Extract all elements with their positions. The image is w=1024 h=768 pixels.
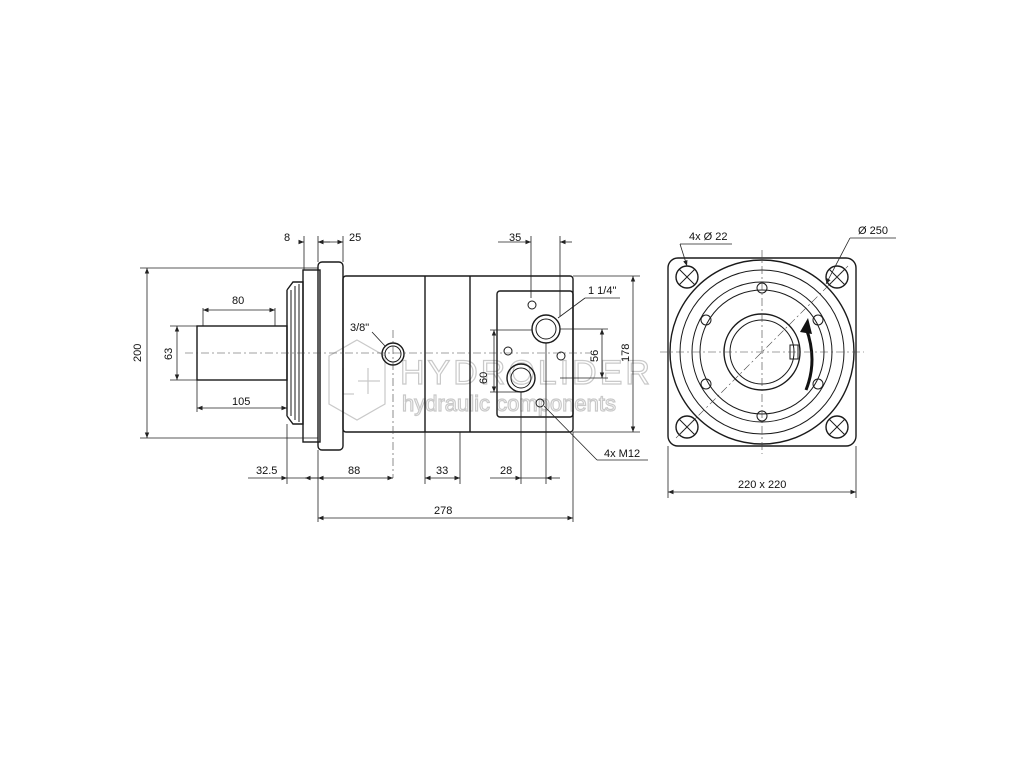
mounting-flange bbox=[302, 269, 321, 443]
dim-top-25: 25 bbox=[349, 232, 361, 244]
mounting-hole bbox=[825, 265, 849, 289]
rotation-arrowhead-icon bbox=[800, 318, 812, 334]
dim-bottom-33: 33 bbox=[436, 465, 448, 477]
watermark-logo-mark bbox=[342, 368, 380, 395]
rotation-arrow-icon bbox=[804, 327, 814, 391]
thread-hole bbox=[503, 346, 513, 356]
dim-ports-56: 56 bbox=[589, 350, 601, 362]
dim-ports-60: 60 bbox=[478, 372, 490, 384]
dim-bottom-28: 28 bbox=[500, 465, 512, 477]
label-port-1-1-4: 1 1/4" bbox=[588, 285, 616, 297]
dim-bottom-88: 88 bbox=[348, 465, 360, 477]
thread-hole bbox=[527, 300, 537, 310]
bolt-hole bbox=[812, 378, 824, 390]
dim-bottom-32-5: 32.5 bbox=[256, 465, 277, 477]
thread-hole bbox=[535, 398, 545, 408]
dim-height-200: 200 bbox=[132, 344, 144, 362]
dim-height-178: 178 bbox=[620, 344, 632, 362]
mounting-hole bbox=[825, 415, 849, 439]
watermark: HYDROLIDER hydraulic components bbox=[328, 339, 653, 421]
watermark-tagline: hydraulic components bbox=[402, 391, 616, 416]
port-block bbox=[496, 290, 574, 418]
label-flange-diameter: Ø 250 bbox=[858, 225, 888, 237]
front-view: 4x Ø 22 Ø 250 220 x 220 bbox=[660, 225, 896, 498]
dim-shaft-dia-63: 63 bbox=[163, 348, 175, 360]
watermark-brand: HYDROLIDER bbox=[400, 354, 653, 392]
dim-top-35: 35 bbox=[509, 232, 521, 244]
flange-collar bbox=[317, 261, 344, 451]
thread-hole bbox=[556, 351, 566, 361]
dim-shaft-105: 105 bbox=[232, 396, 250, 408]
watermark-logo-icon bbox=[328, 339, 386, 421]
dim-shaft-80: 80 bbox=[232, 295, 244, 307]
label-mounting-holes: 4x Ø 22 bbox=[689, 231, 728, 243]
side-view: 8 25 35 80 105 200 63 3/8" 1 1/4" bbox=[132, 232, 648, 522]
label-thread-m12: 4x M12 bbox=[604, 448, 640, 460]
dim-total-278: 278 bbox=[434, 505, 452, 517]
mounting-hole bbox=[675, 415, 699, 439]
bolt-hole bbox=[812, 314, 824, 326]
output-shaft bbox=[196, 325, 288, 381]
bolt-hole bbox=[700, 314, 712, 326]
dim-size-220x220: 220 x 220 bbox=[738, 479, 786, 491]
dim-top-8: 8 bbox=[284, 232, 290, 244]
label-port-3-8: 3/8" bbox=[350, 322, 369, 334]
bolt-hole bbox=[700, 378, 712, 390]
